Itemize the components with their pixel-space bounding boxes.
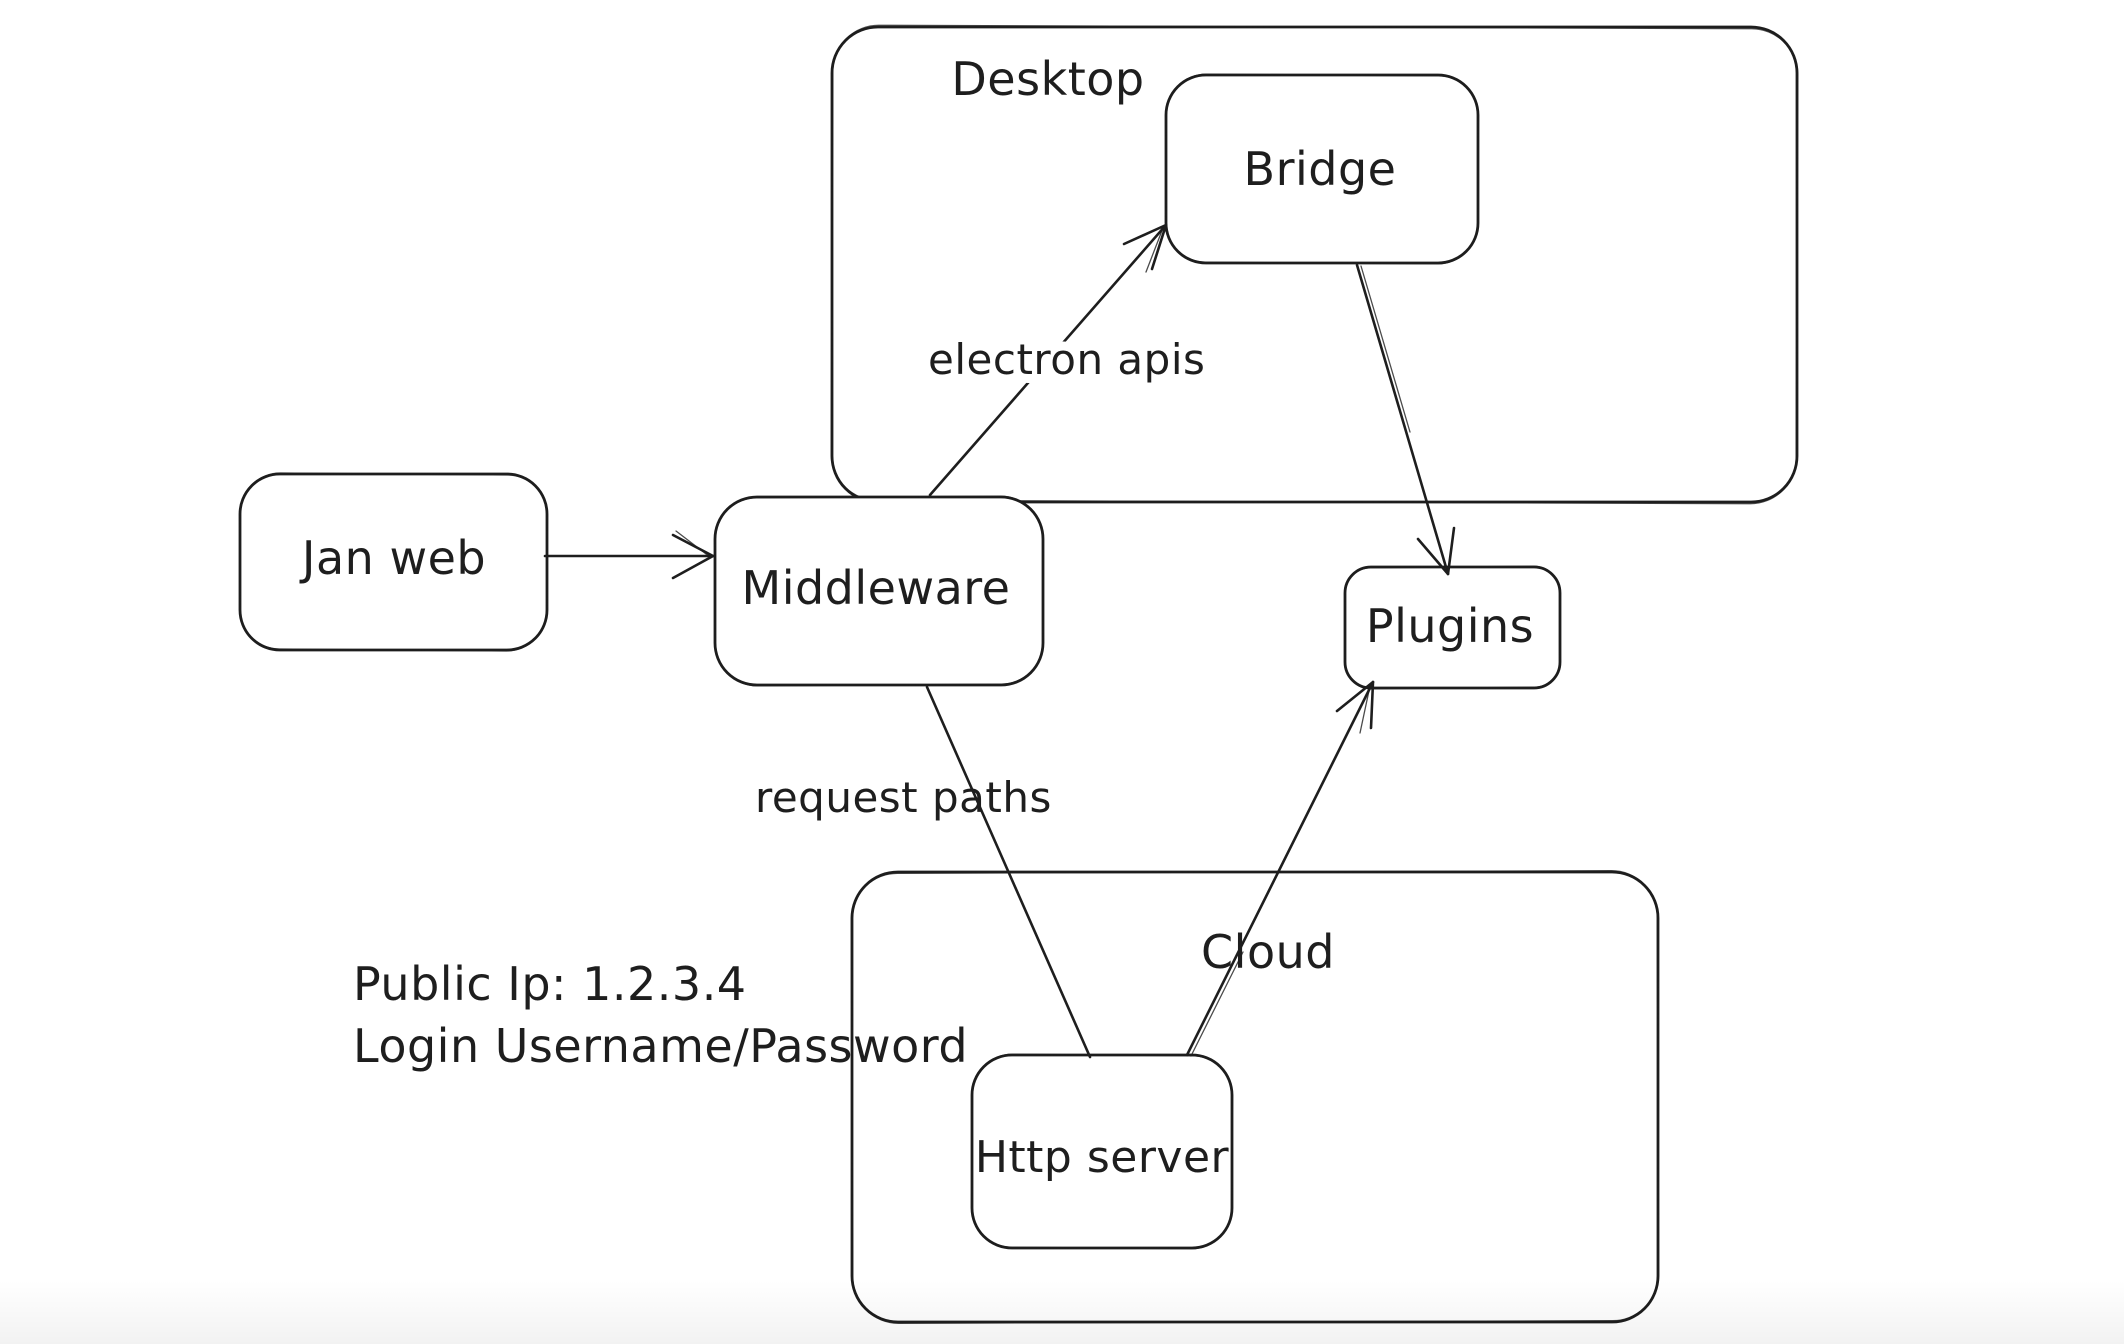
edge-middleware-to-bridge-arrowhead xyxy=(1122,223,1168,271)
node-plugins xyxy=(1343,565,1562,690)
plugins-box-overdraw xyxy=(1343,565,1562,690)
bridge-box-overdraw xyxy=(1164,73,1480,265)
middleware-label: Middleware xyxy=(742,561,1011,615)
cloud-container-label: Cloud xyxy=(1201,925,1335,979)
request-paths-label: request paths xyxy=(755,773,1052,822)
electron-apis-label: electron apis xyxy=(928,335,1205,384)
edge-middleware-to-http-server xyxy=(925,685,1092,1059)
node-middleware xyxy=(713,495,1045,687)
jan-web-box-overdraw xyxy=(238,472,549,652)
node-bridge xyxy=(1164,73,1480,265)
edge-bridge-to-plugins-arrowhead xyxy=(1416,526,1456,576)
edge-http-server-to-plugins-arrowhead-overdraw xyxy=(1359,685,1371,734)
middleware-box-overdraw xyxy=(713,495,1045,687)
edge-jan-web-to-middleware-arrowhead xyxy=(671,533,715,580)
edge-bridge-to-plugins xyxy=(1355,263,1456,576)
plugins-label: Plugins xyxy=(1366,599,1534,653)
annotation-login: Login Username/Password xyxy=(353,1019,968,1073)
edge-jan-web-to-middleware-arrowhead-overdraw xyxy=(675,530,711,558)
cloud-container-box-overdraw xyxy=(850,870,1660,1324)
edge-middleware-to-bridge xyxy=(928,223,1168,497)
bridge-label: Bridge xyxy=(1244,142,1397,196)
node-jan-web xyxy=(238,472,549,652)
jan-web-label: Jan web xyxy=(299,531,486,585)
edge-middleware-to-bridge-arrowhead-overdraw xyxy=(1145,227,1164,273)
electron-apis-label-halo: electron apis xyxy=(928,335,1205,384)
edge-http-server-to-plugins-arrowhead xyxy=(1335,680,1375,730)
edge-http-server-to-plugins xyxy=(1185,680,1375,1057)
edge-bridge-to-plugins-line-overdraw xyxy=(1360,265,1411,433)
edge-middleware-to-bridge-line xyxy=(928,223,1168,497)
annotation-public-ip: Public Ip: 1.2.3.4 xyxy=(353,957,747,1011)
desktop-container: Desktop xyxy=(830,24,1799,505)
edge-jan-web-to-middleware xyxy=(543,530,715,580)
desktop-container-box-overdraw xyxy=(830,24,1799,505)
edge-http-server-to-plugins-line-overdraw xyxy=(1190,951,1244,1057)
http-server-box-overdraw xyxy=(970,1053,1234,1250)
edge-bridge-to-plugins-line xyxy=(1355,263,1450,576)
edge-middleware-to-http-server-line xyxy=(925,685,1092,1059)
edge-label-electron-apis: electron apis electron apis xyxy=(919,326,1214,393)
http-server-label: Http server xyxy=(975,1132,1230,1183)
desktop-container-label: Desktop xyxy=(951,52,1144,106)
edge-http-server-to-plugins-line xyxy=(1185,680,1375,1057)
annotation-credentials: Public Ip: 1.2.3.4 Login Username/Passwo… xyxy=(353,957,968,1073)
node-http-server xyxy=(970,1053,1234,1250)
